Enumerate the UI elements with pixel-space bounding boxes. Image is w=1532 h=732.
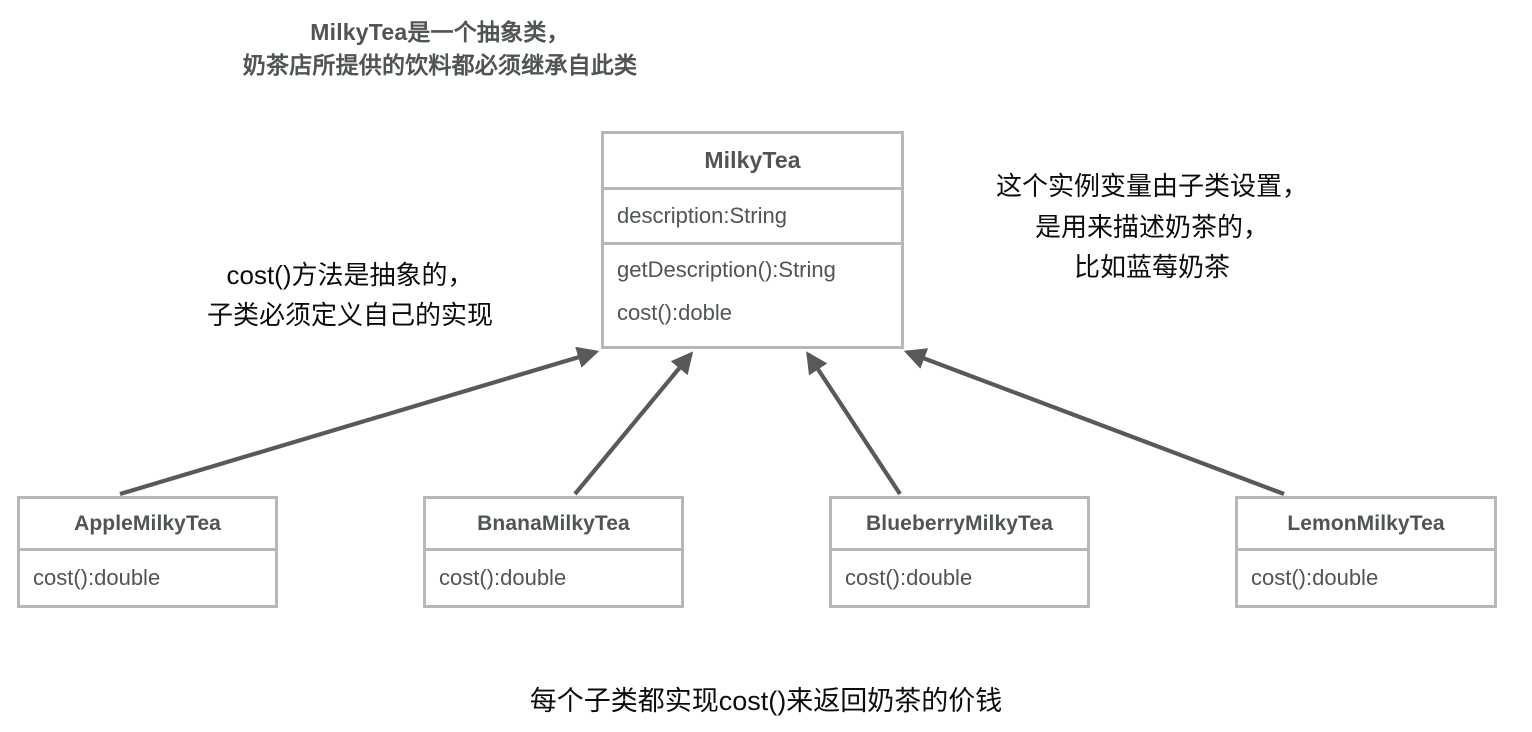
class-box-milkytea[interactable]: MilkyTea description:String getDescripti… <box>601 131 904 349</box>
class-box-bnanamilkytea[interactable]: BnanaMilkyTea cost():double <box>423 496 684 608</box>
class-name-section: BnanaMilkyTea <box>426 499 681 548</box>
class-operations-section: getDescription():String cost():doble <box>604 242 901 346</box>
class-name-applemilkytea: AppleMilkyTea <box>74 511 221 535</box>
class-name-bnanamilkytea: BnanaMilkyTea <box>477 511 630 535</box>
class-name-section: AppleMilkyTea <box>20 499 275 548</box>
class-operation-cost: cost():double <box>439 565 567 590</box>
class-operations-section: cost():double <box>1238 548 1494 605</box>
class-name-milkytea: MilkyTea <box>704 147 801 173</box>
class-operations-section: cost():double <box>832 548 1087 605</box>
class-operation-getdescription: getDescription():String <box>617 257 836 282</box>
inheritance-arrow-apple <box>119 346 600 497</box>
class-operations-section: cost():double <box>426 548 681 605</box>
annotation-top: MilkyTea是一个抽象类， 奶茶店所提供的饮料都必须继承自此类 <box>242 19 638 78</box>
inheritance-arrow-blueberry <box>806 351 902 496</box>
class-operation-cost: cost():double <box>33 565 161 590</box>
class-attributes-section: description:String <box>604 187 901 242</box>
inheritance-arrow-lemon <box>903 348 1285 496</box>
annotation-right: 这个实例变量由子类设置， 是用来描述奶茶的， 比如蓝莓奶茶 <box>995 171 1308 283</box>
class-name-section: BlueberryMilkyTea <box>832 499 1087 548</box>
class-name-lemonmilkytea: LemonMilkyTea <box>1287 511 1445 535</box>
inheritance-arrow-bnana <box>573 351 694 496</box>
class-operation-cost: cost():double <box>1251 565 1379 590</box>
class-attribute-description: description:String <box>617 202 787 228</box>
class-box-lemonmilkytea[interactable]: LemonMilkyTea cost():double <box>1235 496 1497 608</box>
class-name-section: LemonMilkyTea <box>1238 499 1494 548</box>
class-box-blueberrymilkytea[interactable]: BlueberryMilkyTea cost():double <box>829 496 1090 608</box>
annotation-bottom: 每个子类都实现cost()来返回奶茶的价钱 <box>529 686 1003 716</box>
class-name-section: MilkyTea <box>604 134 901 187</box>
class-operation-cost: cost():doble <box>617 299 732 325</box>
class-name-blueberrymilkytea: BlueberryMilkyTea <box>866 511 1053 535</box>
annotation-left: cost()方法是抽象的， 子类必须定义自己的实现 <box>206 260 493 331</box>
class-box-applemilkytea[interactable]: AppleMilkyTea cost():double <box>17 496 278 608</box>
class-operation-cost: cost():double <box>845 565 973 590</box>
class-operations-section: cost():double <box>20 548 275 605</box>
